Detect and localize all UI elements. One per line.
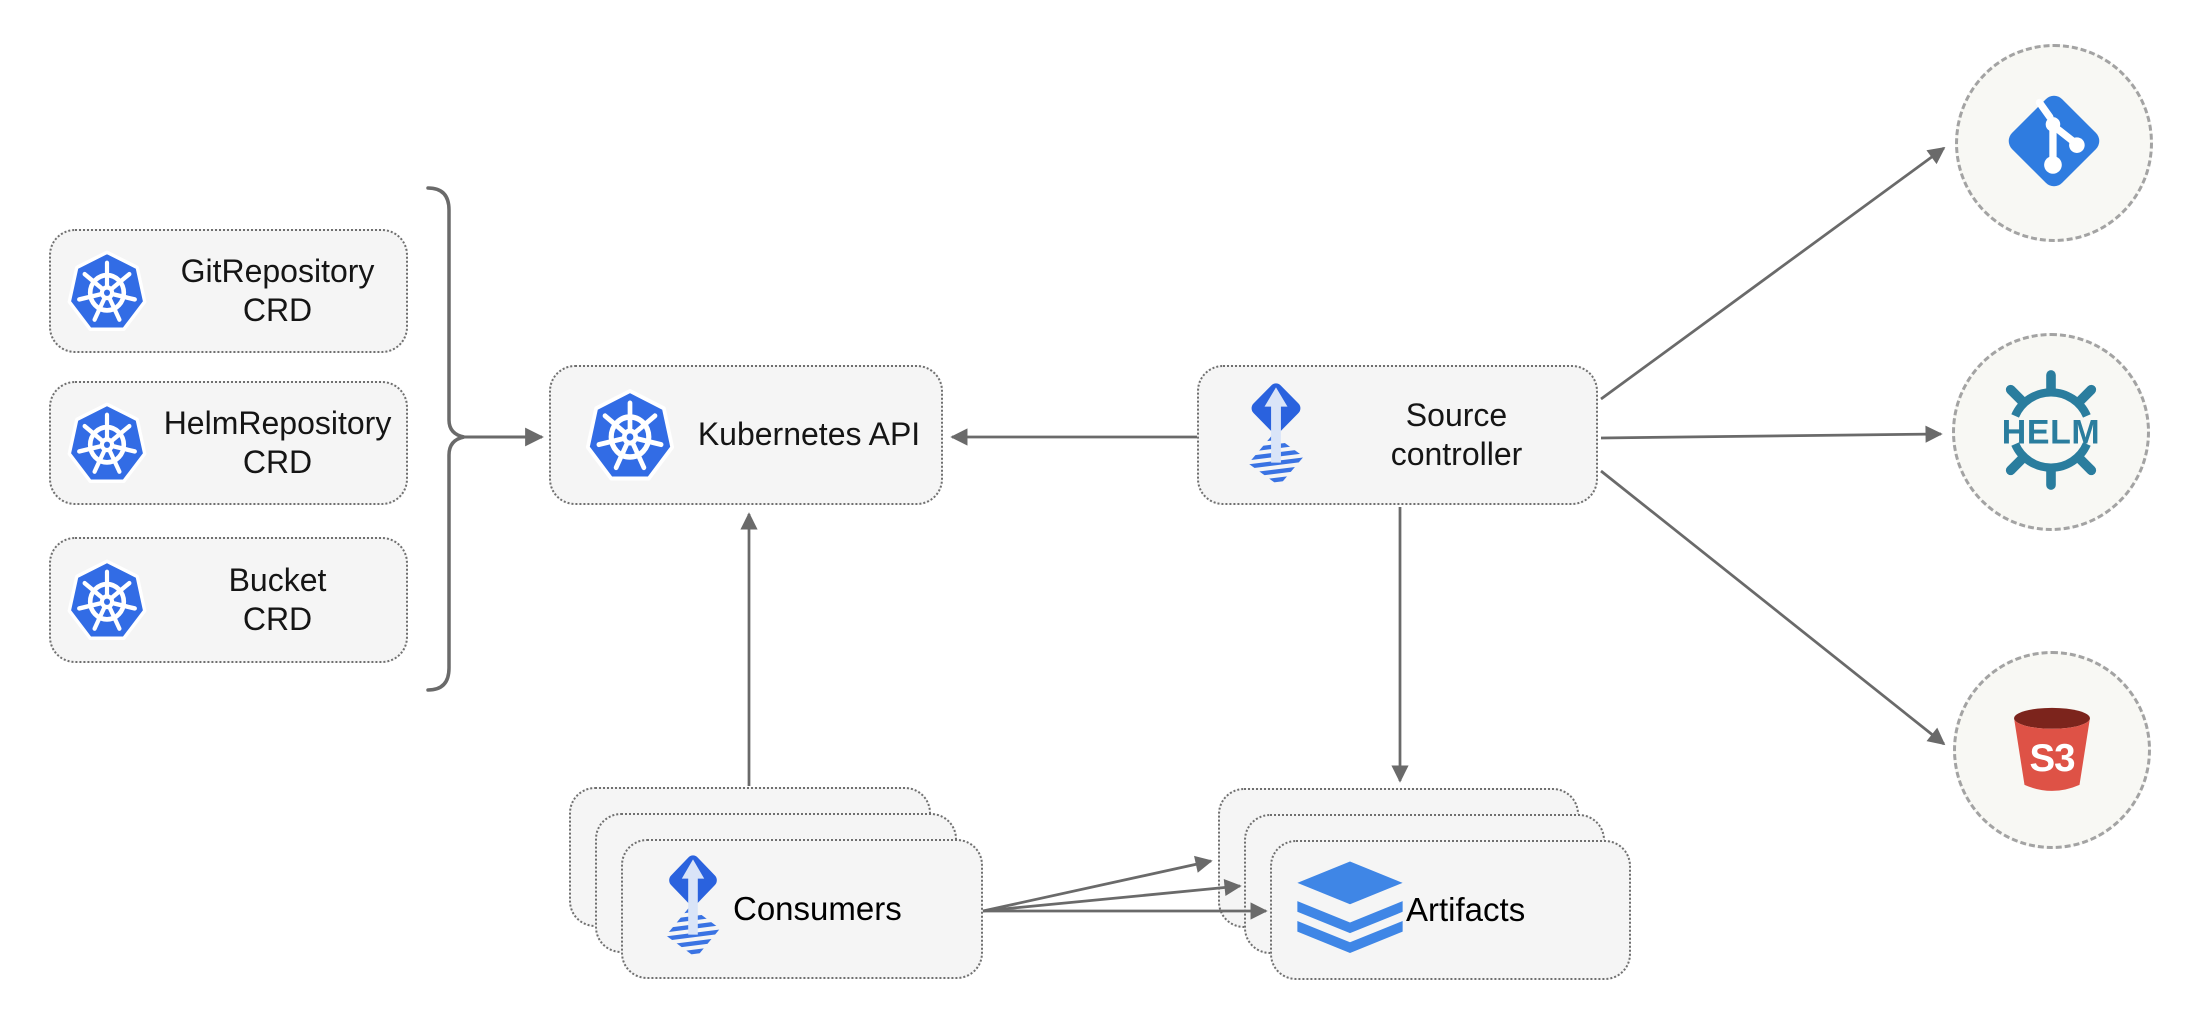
- kubernetes-api-label: Kubernetes API: [697, 416, 921, 453]
- helm-wordmark: HELM: [2002, 413, 2101, 451]
- artifacts-label: Artifacts: [1406, 891, 1526, 928]
- consumers-label: Consumers: [733, 890, 902, 927]
- kubernetes-icon: [583, 385, 677, 485]
- s3-wordmark: S3: [2030, 737, 2076, 780]
- flux-icon: [1235, 379, 1317, 491]
- git-source-circle: [1955, 44, 2153, 242]
- git-icon: [2002, 89, 2106, 198]
- kubernetes-icon: [65, 556, 149, 644]
- kubernetes-api-box: Kubernetes API: [549, 365, 943, 505]
- kubernetes-icon: [65, 399, 149, 487]
- kubernetes-icon: [65, 247, 149, 335]
- layers-icon: [1294, 860, 1406, 961]
- helm-icon: HELM: [1987, 366, 2115, 499]
- s3-bucket-icon: S3: [1997, 693, 2107, 808]
- flux-icon: [653, 851, 733, 968]
- s3-source-circle: S3: [1953, 651, 2151, 849]
- helm-source-circle: HELM: [1952, 333, 2150, 531]
- consumers-box: Consumers: [621, 839, 983, 979]
- artifacts-box: Artifacts: [1270, 840, 1631, 980]
